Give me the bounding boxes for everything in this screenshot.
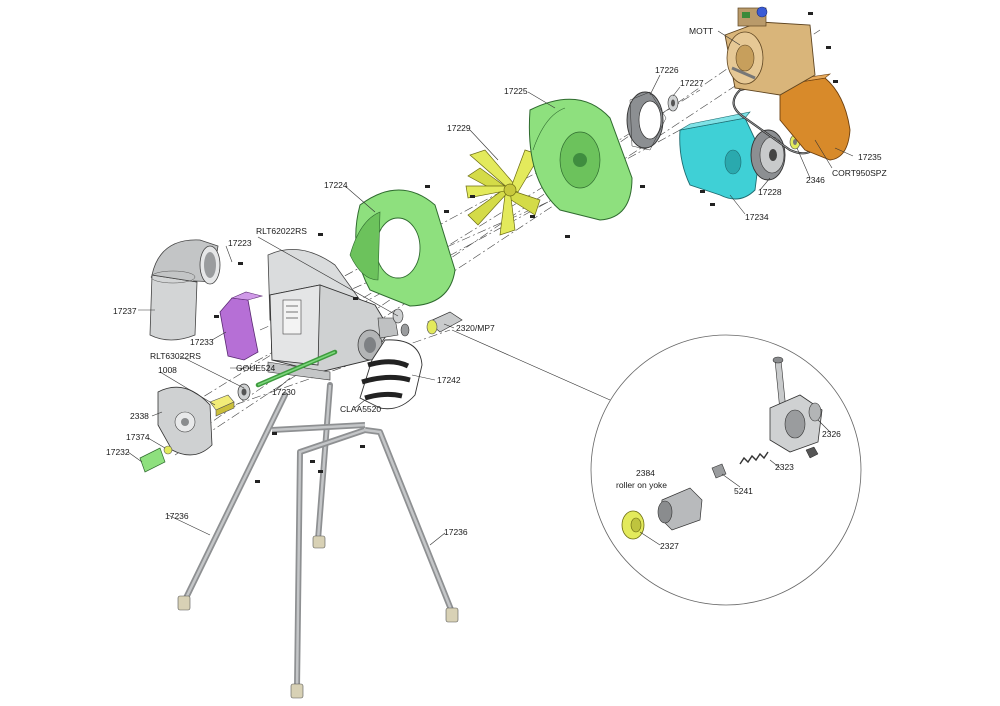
label-mott: MOTT	[689, 26, 713, 36]
label-rlt63022rs: RLT63022RS	[150, 351, 201, 361]
main-housing	[267, 284, 399, 381]
purple-bracket	[219, 291, 264, 361]
label-17226: 17226	[655, 65, 679, 75]
housing-label-plate	[282, 299, 302, 335]
leg-foot-back	[312, 535, 326, 549]
detail-view	[451, 329, 862, 606]
label-2326: 2326	[822, 429, 841, 439]
label-17234: 17234	[745, 212, 769, 222]
yellow-impeller	[465, 149, 541, 236]
gray-ring	[626, 91, 667, 151]
label-17237: 17237	[113, 306, 137, 316]
motor-switch-icon	[756, 6, 768, 18]
label-5241: 5241	[734, 486, 753, 496]
leg-foot-right	[445, 607, 459, 623]
label-17236-right: 17236	[444, 527, 468, 537]
pulley-17228	[750, 129, 786, 181]
green-clip	[139, 445, 173, 473]
belt-guard	[359, 339, 423, 410]
part-labels: MOTT 17226 17227 17225 17229 17235 2346 …	[106, 26, 887, 551]
leg-foot-left	[177, 595, 191, 611]
yoke-assembly-small	[426, 311, 463, 335]
green-volute	[528, 98, 633, 221]
fasteners	[214, 12, 838, 483]
stand-legs	[177, 382, 459, 699]
label-17225: 17225	[504, 86, 528, 96]
label-17229: 17229	[447, 123, 471, 133]
bearing-17227	[667, 94, 679, 112]
label-17228: 17228	[758, 187, 782, 197]
label-17232: 17232	[106, 447, 130, 457]
label-roller-on-yoke: roller on yoke	[616, 480, 667, 490]
label-17227: 17227	[680, 78, 704, 88]
label-rlt62022rs: RLT62022RS	[256, 226, 307, 236]
leader-lines	[127, 30, 854, 546]
label-2327: 2327	[660, 541, 679, 551]
leg-foot-front	[290, 683, 304, 699]
green-front-cover	[349, 189, 456, 307]
label-claa5520: CLAA5520	[340, 404, 381, 414]
green-shaft	[255, 349, 338, 388]
bearing-rlt63	[237, 383, 251, 401]
label-17230: 17230	[272, 387, 296, 397]
label-17242: 17242	[437, 375, 461, 385]
label-1008: 1008	[158, 365, 177, 375]
label-2346: 2346	[806, 175, 825, 185]
elbow-tube	[149, 239, 221, 341]
label-17236-left: 17236	[165, 511, 189, 521]
label-17235: 17235	[858, 152, 882, 162]
label-goue524: GOUE524	[236, 363, 275, 373]
label-2384: 2384	[636, 468, 655, 478]
label-2338: 2338	[130, 411, 149, 421]
label-2320-mp7: 2320/MP7	[456, 323, 495, 333]
label-17374: 17374	[126, 432, 150, 442]
label-17224: 17224	[324, 180, 348, 190]
front-cover	[157, 386, 213, 456]
label-17223: 17223	[228, 238, 252, 248]
label-17233: 17233	[190, 337, 214, 347]
yellow-cam-block	[209, 394, 235, 417]
cyan-cover	[679, 111, 761, 200]
label-2323: 2323	[775, 462, 794, 472]
motor	[724, 6, 816, 96]
label-cort950spz: CORT950SPZ	[832, 168, 887, 178]
